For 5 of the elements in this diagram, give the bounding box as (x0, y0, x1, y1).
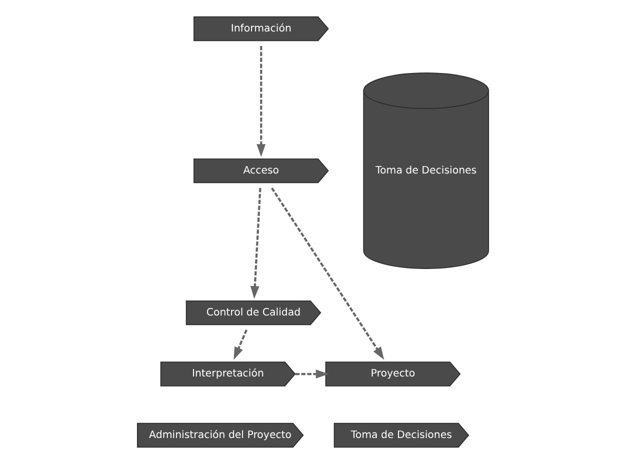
arrow (250, 188, 261, 299)
arrow (233, 329, 247, 360)
arrow (270, 188, 384, 360)
arrow (256, 46, 266, 157)
arrow (294, 370, 328, 378)
